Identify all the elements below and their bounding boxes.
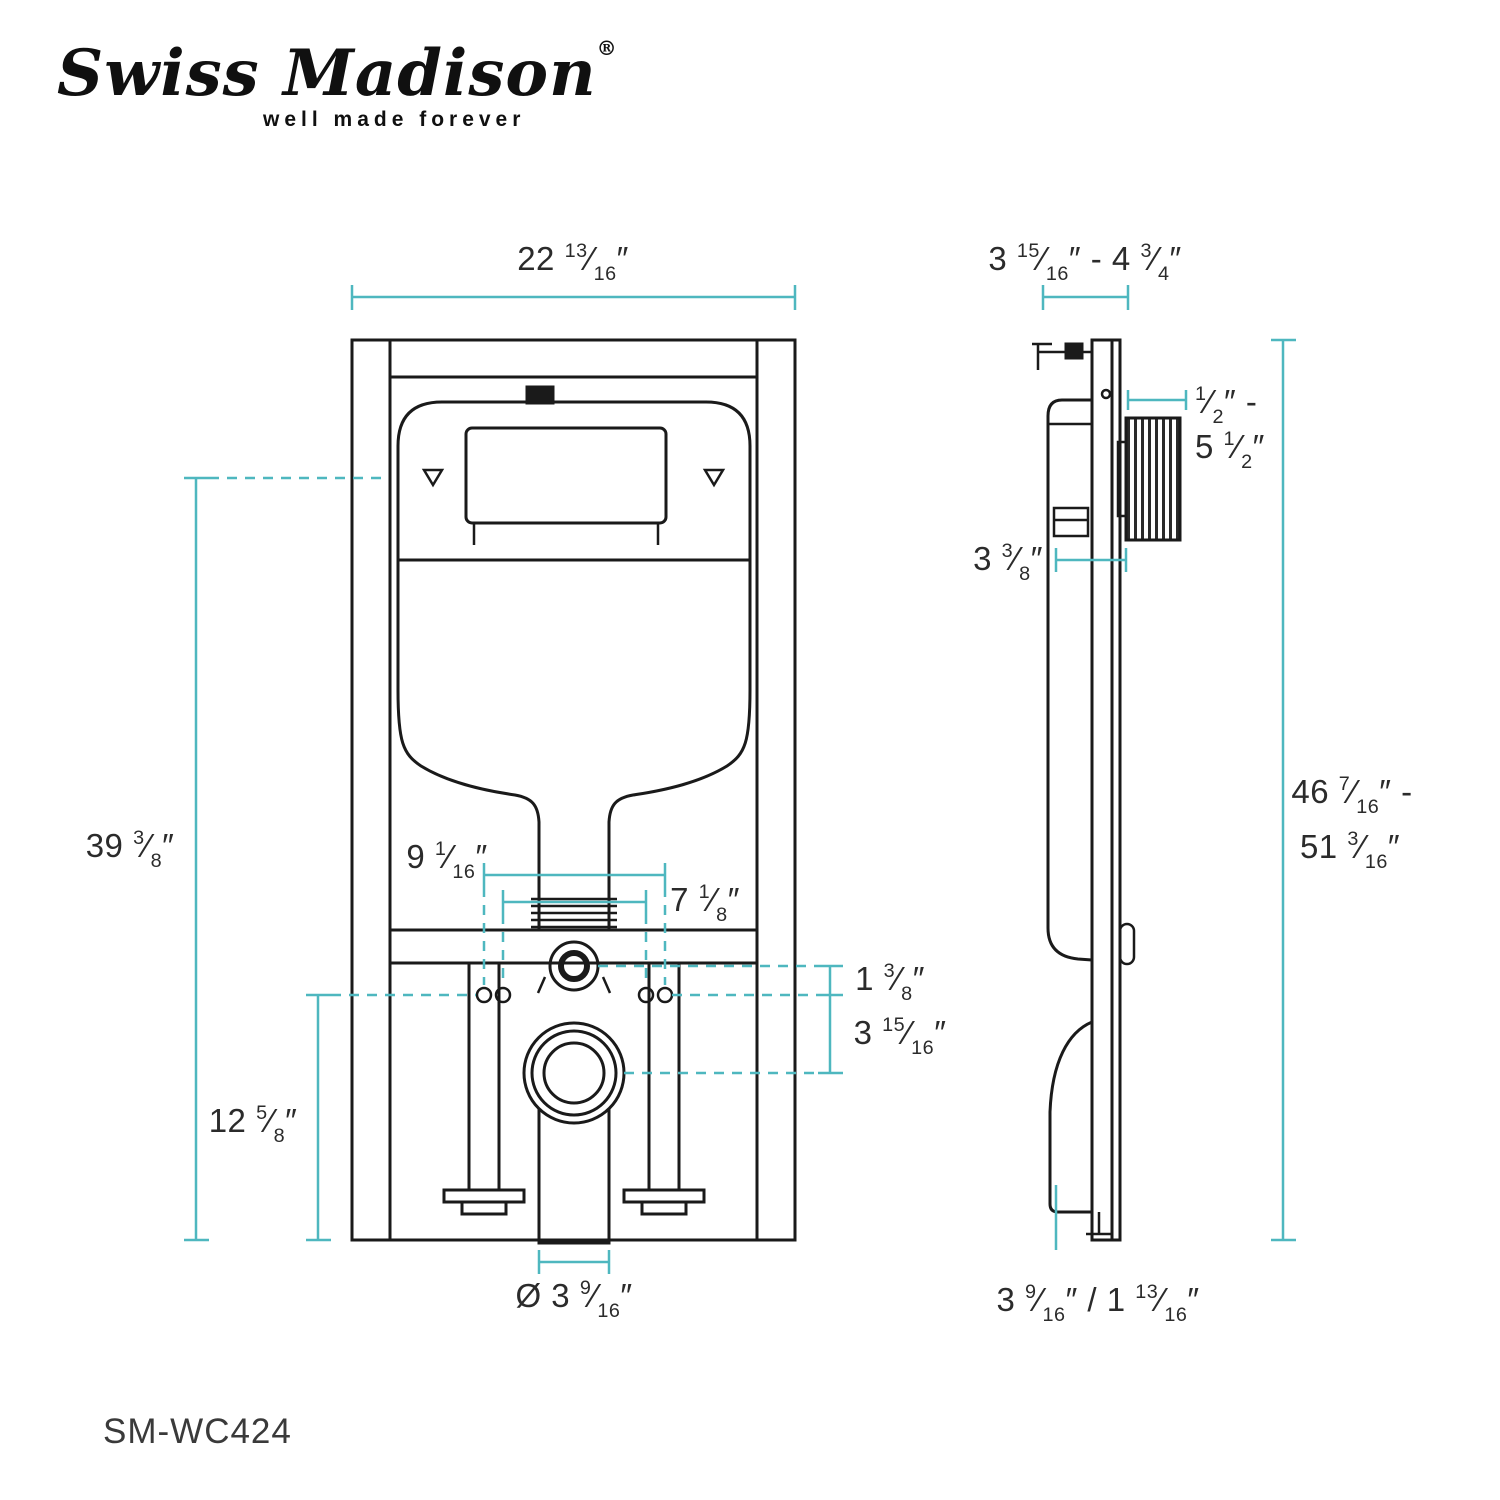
dim-bolt-inner-line <box>501 890 648 914</box>
pipe-ribs <box>531 897 617 929</box>
mount-bracket <box>1118 922 1136 966</box>
brand-logo: Swiss Madison® <box>57 36 618 111</box>
dim-tank-depth-line <box>1054 548 1128 572</box>
left-leg <box>442 963 526 1216</box>
flush-valve <box>1052 506 1090 538</box>
dimension-extension-lines <box>209 476 818 1075</box>
dim-front-width-label: 22 13⁄16″ <box>517 240 629 285</box>
supply-hose <box>1124 416 1182 542</box>
side-view <box>1032 338 1182 1242</box>
side-frame <box>1090 338 1122 1242</box>
dim-front-height-line <box>184 476 209 1242</box>
dim-inlet-offset-label: 1 3⁄8″ <box>855 960 925 1005</box>
dim-bolt-outer-line <box>482 863 667 887</box>
dimension-lines <box>184 285 1296 1274</box>
bolt-hole <box>656 986 674 1004</box>
dim-front-height-label: 39 3⁄8″ <box>85 827 175 872</box>
tank-body-outline <box>396 560 752 930</box>
foot-profile <box>1048 1020 1093 1214</box>
bolt-hole <box>494 986 512 1004</box>
access-panel <box>464 426 668 525</box>
tank-top-outline <box>396 400 752 560</box>
dim-height-range-label-line2: 51 3⁄16″ <box>1299 828 1401 873</box>
dim-bolt-inner-label: 7 1⁄8″ <box>670 881 740 926</box>
top-cap <box>525 385 555 405</box>
dim-tank-depth-label: 3 3⁄8″ <box>973 540 1043 585</box>
water-level-marks <box>421 468 726 488</box>
dim-side-depth-line <box>1041 285 1130 310</box>
front-view <box>350 338 797 1245</box>
right-leg <box>622 963 706 1216</box>
dim-supply-label-line1: 1⁄2″ - <box>1195 383 1258 428</box>
leveling-foot <box>1086 1212 1112 1236</box>
bolt-hole <box>475 986 493 1004</box>
model-number: SM-WC424 <box>103 1412 292 1451</box>
dim-height-range-line <box>1271 338 1296 1242</box>
dim-side-depth-label: 3 15⁄16″ - 4 3⁄4″ <box>988 240 1182 285</box>
frame-hole <box>1100 388 1112 400</box>
dim-drain-height-label: 12 5⁄8″ <box>208 1102 298 1147</box>
dim-front-width-line <box>350 285 797 310</box>
dim-supply-label-line2: 5 1⁄2″ <box>1195 428 1265 473</box>
dim-inlet-drain-line <box>818 964 843 1075</box>
dim-supply-line <box>1126 390 1188 410</box>
tank-side-profile <box>1046 398 1093 962</box>
bolt-hole <box>637 986 655 1004</box>
registered-mark: ® <box>596 35 618 60</box>
dim-drain-diameter-line <box>537 1250 611 1274</box>
dim-drain-diameter-label: Ø 3 9⁄16″ <box>515 1277 633 1322</box>
dim-drain-height-line <box>306 993 331 1242</box>
dim-drain-offset-label: 3 15⁄16″ <box>853 1014 947 1059</box>
brand-tagline: well made forever <box>263 108 526 131</box>
dim-height-range-label-line1: 46 7⁄16″ - <box>1291 773 1413 818</box>
brand-name: Swiss Madison <box>57 36 597 111</box>
drain-pipe <box>537 1108 611 1245</box>
dim-foot-label: 3 9⁄16″ / 1 13⁄16″ <box>996 1281 1200 1326</box>
inlet-circle <box>548 940 600 992</box>
dim-bolt-outer-label: 9 1⁄16″ <box>406 838 488 883</box>
carrier-frame <box>350 338 797 1242</box>
